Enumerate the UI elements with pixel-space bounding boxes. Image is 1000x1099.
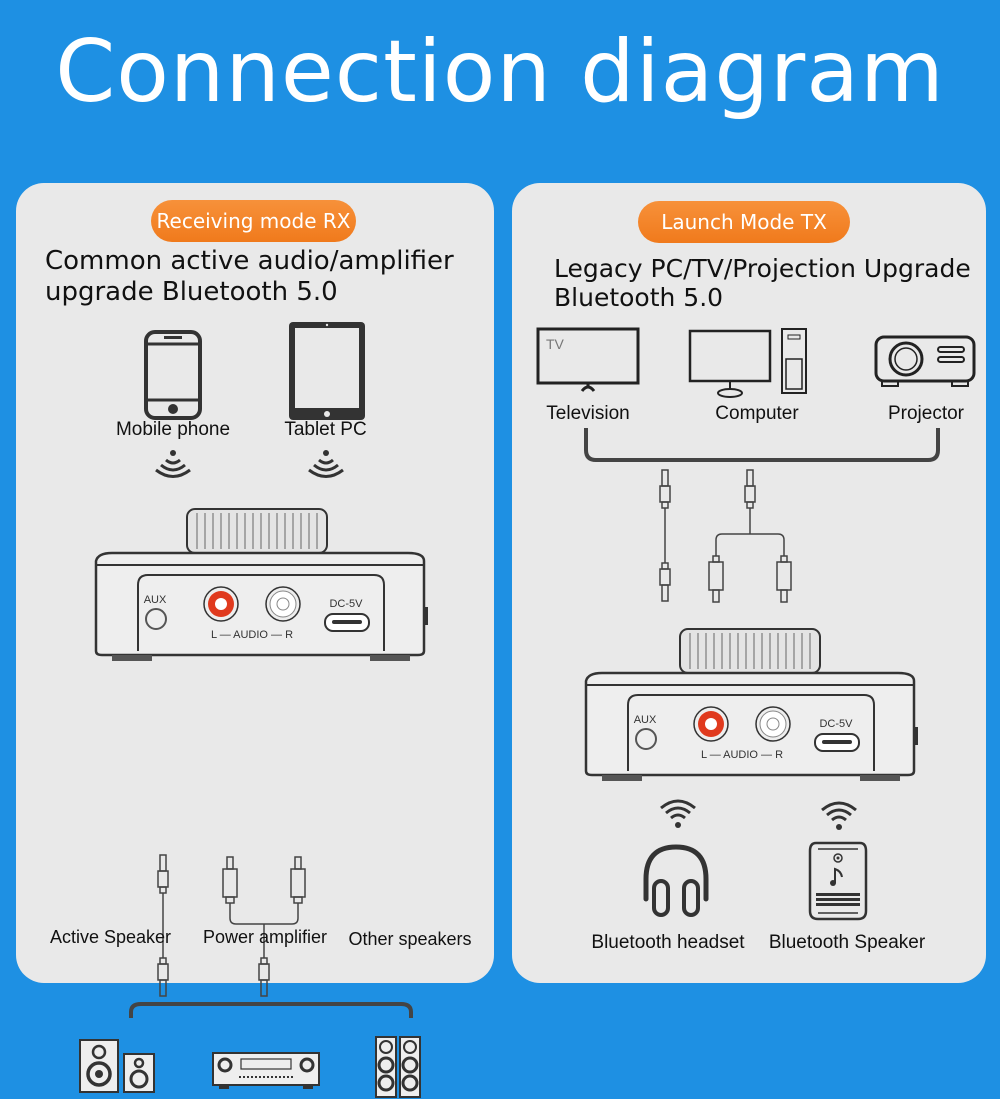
computer-icon xyxy=(688,328,807,398)
rx-panel: Receiving mode RX Common active audio/am… xyxy=(16,183,494,1098)
rx-output-label-active-speaker: Active Speaker xyxy=(49,927,172,947)
aux-port-label: AUX xyxy=(634,714,657,726)
rx-heading: Common active audio/amplifier upgrade Bl… xyxy=(45,246,454,308)
tower-speakers-icon xyxy=(375,1036,421,1098)
wireless-signal-icon xyxy=(155,450,191,478)
aux-port-label: AUX xyxy=(144,594,167,606)
tx-source-label-television: Television xyxy=(546,403,630,424)
wireless-signal-icon xyxy=(308,450,344,478)
smart-speaker-icon xyxy=(808,841,868,921)
tablet-icon xyxy=(289,322,365,420)
bluetooth-adapter-device: AUX L — AUDIO — R DC-5V xyxy=(94,508,428,661)
wifi-signal-icon xyxy=(660,799,696,828)
rx-output-label-other-speakers: Other speakers xyxy=(348,929,472,949)
projector-icon xyxy=(874,335,976,387)
tx-heading-line1: Legacy PC/TV/Projection Upgrade xyxy=(554,254,971,283)
bluetooth-adapter-device-tx: AUX L — AUDIO — R DC-5V xyxy=(584,628,918,781)
dc-port-label: DC-5V xyxy=(819,718,853,730)
amplifier-icon xyxy=(212,1052,320,1089)
wifi-signal-icon xyxy=(821,801,857,830)
tx-heading: Legacy PC/TV/Projection Upgrade Bluetoot… xyxy=(554,254,971,312)
rx-heading-line2: upgrade Bluetooth 5.0 xyxy=(45,277,338,307)
audio-port-label: L — AUDIO — R xyxy=(211,629,293,641)
page-title: Connection diagram xyxy=(55,22,945,122)
dc-port-label: DC-5V xyxy=(329,598,363,610)
audio-port-label: L — AUDIO — R xyxy=(701,749,783,761)
tx-cables xyxy=(584,428,940,603)
smartphone-icon xyxy=(144,330,202,420)
rx-output-label-power-amplifier: Power amplifier xyxy=(202,927,328,947)
tx-output-label-headset: Bluetooth headset xyxy=(591,932,745,953)
tx-heading-line2: Bluetooth 5.0 xyxy=(554,283,724,312)
headphones-icon xyxy=(643,844,709,917)
rx-mode-badge: Receiving mode RX xyxy=(151,200,356,242)
tx-panel: Launch Mode TX Legacy PC/TV/Projection U… xyxy=(512,183,986,983)
tv-screen-text: TV xyxy=(546,336,565,352)
bookshelf-speaker-icon xyxy=(79,1039,155,1093)
tx-source-label-computer: Computer xyxy=(715,403,799,424)
television-icon: TV xyxy=(536,327,640,392)
rx-source-label-mobile: Mobile phone xyxy=(115,419,231,440)
tx-source-label-projector: Projector xyxy=(887,403,965,424)
tx-output-label-speaker: Bluetooth Speaker xyxy=(768,932,926,953)
rx-heading-line1: Common active audio/amplifier xyxy=(45,246,454,276)
tx-mode-badge: Launch Mode TX xyxy=(638,201,850,243)
rx-source-label-tablet: Tablet PC xyxy=(284,419,367,440)
